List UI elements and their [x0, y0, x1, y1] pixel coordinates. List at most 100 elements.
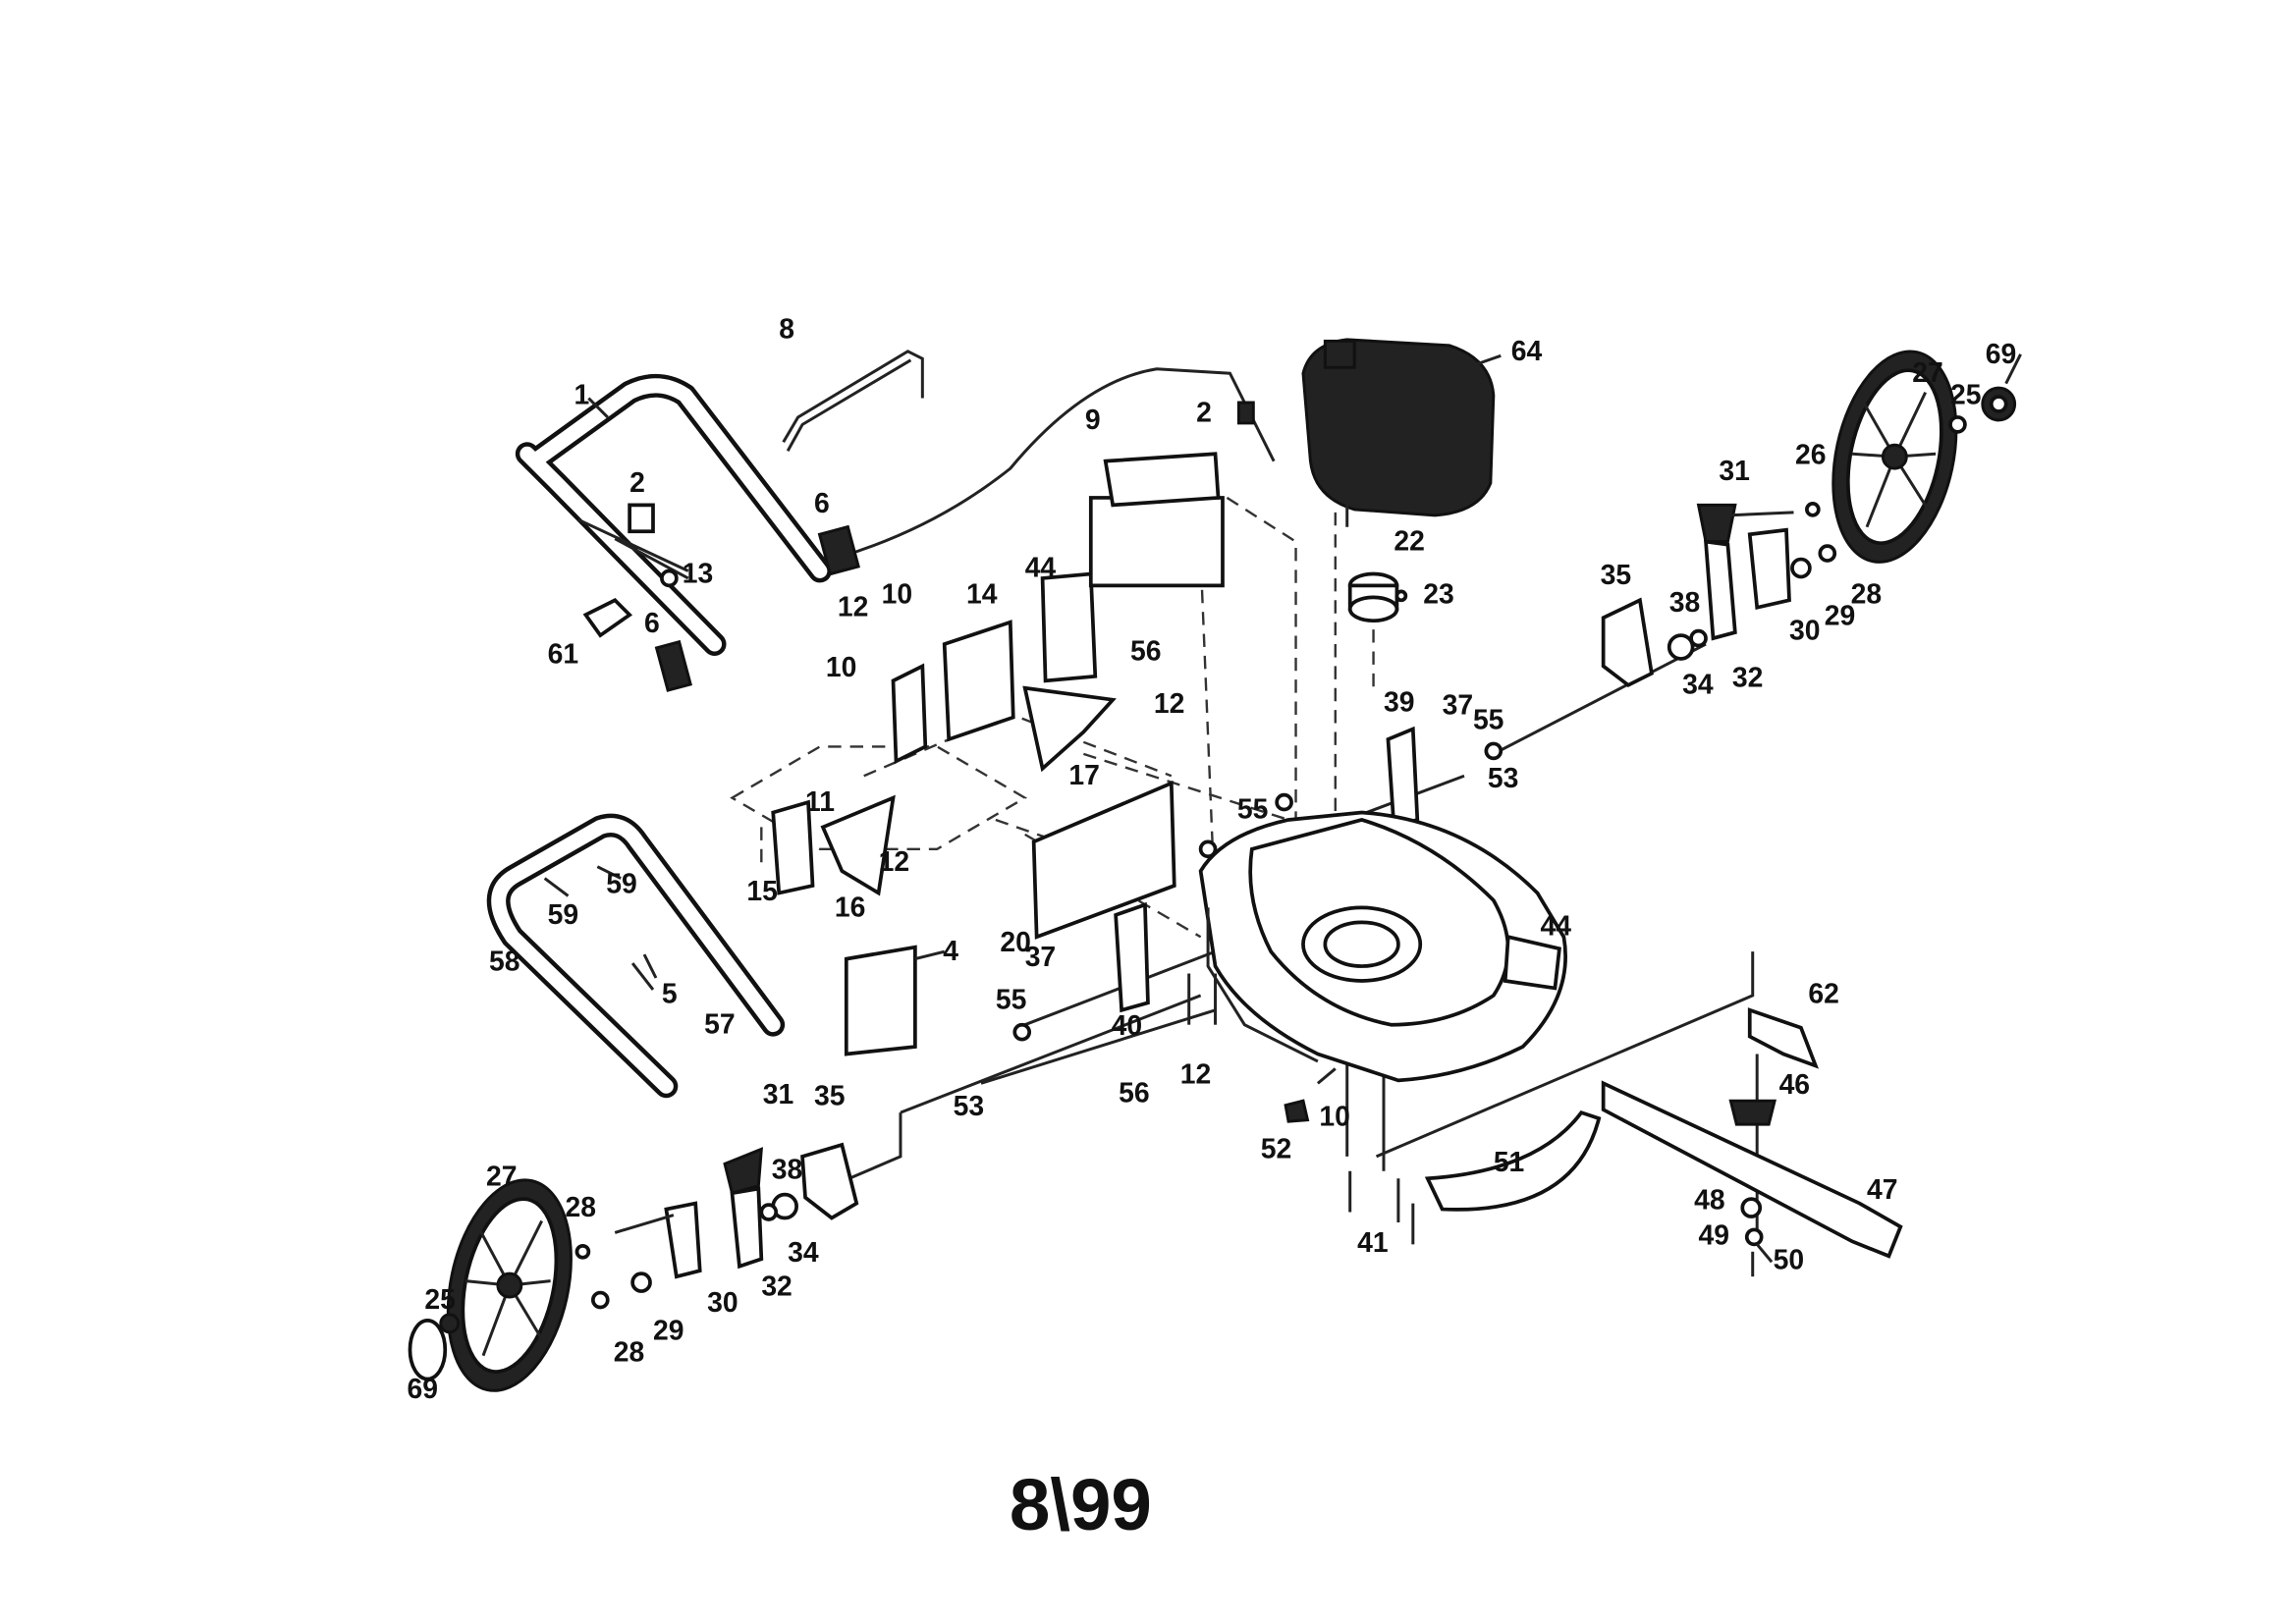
- label-55-right: 55: [1473, 705, 1503, 736]
- label-61: 61: [548, 638, 579, 670]
- label-37-left: 37: [1025, 942, 1057, 973]
- label-31-left: 31: [763, 1079, 794, 1110]
- label-4: 4: [943, 936, 958, 967]
- label-40: 40: [1112, 1010, 1143, 1042]
- label-44-deck: 44: [1541, 911, 1572, 943]
- label-10-b: 10: [826, 652, 857, 683]
- label-62: 62: [1808, 978, 1839, 1009]
- label-34-right: 34: [1682, 670, 1714, 701]
- label-16: 16: [835, 892, 866, 923]
- label-38-right: 38: [1669, 587, 1701, 619]
- label-29-left: 29: [653, 1315, 684, 1346]
- label-69-right: 69: [1986, 339, 2017, 370]
- label-28-b: 28: [614, 1337, 645, 1369]
- label-35-right: 35: [1601, 560, 1631, 591]
- hubcaps: [408, 386, 2017, 1381]
- label-1: 1: [574, 380, 589, 411]
- label-46: 46: [1779, 1069, 1810, 1101]
- label-27-right: 27: [1912, 357, 1942, 389]
- label-28-right: 28: [1851, 578, 1883, 610]
- upper-handle: [515, 373, 832, 656]
- label-28-a: 28: [566, 1192, 597, 1223]
- label-22: 22: [1394, 526, 1425, 558]
- label-49: 49: [1699, 1219, 1729, 1251]
- diagram-footer-code: 8\99: [1010, 1464, 1152, 1545]
- wheel-front-left: [446, 1178, 573, 1392]
- label-leaders: [587, 353, 2022, 1264]
- height-adjusters: [614, 503, 1794, 1279]
- label-25-right: 25: [1950, 380, 1981, 411]
- engine: [1301, 338, 1496, 527]
- label-11: 11: [805, 786, 835, 818]
- spacers-and-bolts: [574, 502, 1837, 1310]
- label-41: 41: [1357, 1227, 1389, 1259]
- control-bar: [782, 350, 924, 452]
- label-56-top: 56: [1130, 635, 1162, 667]
- label-26: 26: [1795, 440, 1826, 471]
- label-55-left: 55: [996, 984, 1026, 1015]
- label-31-right: 31: [1719, 456, 1749, 487]
- label-34-left: 34: [788, 1237, 819, 1269]
- label-53-right: 53: [1488, 763, 1518, 794]
- lower-handle: [486, 813, 786, 1099]
- baffle: [1424, 1109, 1602, 1212]
- label-12-b: 12: [1154, 688, 1185, 720]
- label-29-right: 29: [1825, 601, 1856, 632]
- label-59-right: 59: [606, 869, 637, 900]
- label-23: 23: [1423, 578, 1454, 610]
- label-69-left: 69: [407, 1374, 438, 1405]
- label-27-left: 27: [486, 1162, 517, 1193]
- label-52: 52: [1261, 1133, 1292, 1164]
- label-53-left: 53: [954, 1091, 985, 1122]
- label-12-a: 12: [838, 592, 869, 623]
- label-2-left: 2: [629, 467, 645, 499]
- label-32-left: 32: [761, 1271, 793, 1303]
- part-labels: 1 2 13 61 6 6 8 2 9 64 22 23 12 10 14 44…: [407, 313, 2016, 1404]
- label-15: 15: [746, 876, 778, 907]
- label-64: 64: [1511, 336, 1543, 367]
- label-39: 39: [1384, 687, 1415, 719]
- label-44-top: 44: [1025, 552, 1057, 583]
- label-57: 57: [704, 1009, 736, 1041]
- wheel-brackets: [800, 597, 1654, 1220]
- label-56-bottom: 56: [1119, 1078, 1150, 1109]
- chute-and-misc: [1284, 1067, 1415, 1245]
- label-37-right: 37: [1443, 690, 1474, 722]
- label-32-right: 32: [1732, 662, 1764, 693]
- label-30-right: 30: [1789, 616, 1820, 647]
- wheel-rear-right: [1831, 350, 1958, 564]
- blade-assembly: [1601, 1007, 1903, 1277]
- label-55-mid: 55: [1237, 793, 1269, 825]
- label-17: 17: [1068, 760, 1100, 791]
- label-12-d: 12: [1180, 1058, 1212, 1090]
- handle-brackets: [771, 452, 1420, 1056]
- handle-cable: [614, 367, 1276, 580]
- label-8: 8: [779, 313, 794, 345]
- label-10-a: 10: [882, 578, 913, 610]
- label-9: 9: [1085, 405, 1101, 436]
- label-47: 47: [1867, 1174, 1898, 1206]
- label-48: 48: [1694, 1185, 1724, 1217]
- label-2-right: 2: [1196, 397, 1212, 428]
- label-14: 14: [966, 578, 998, 610]
- label-12-c: 12: [879, 846, 910, 878]
- label-5: 5: [662, 978, 678, 1009]
- axle-lines: [848, 642, 1759, 1245]
- label-30-left: 30: [707, 1287, 738, 1319]
- label-38-left: 38: [772, 1154, 803, 1185]
- mower-deck: [1198, 810, 1567, 1083]
- label-13: 13: [683, 558, 714, 589]
- cable-clips: [582, 401, 1255, 692]
- label-59-left: 59: [548, 899, 579, 931]
- label-50: 50: [1774, 1245, 1804, 1276]
- label-35-left: 35: [814, 1081, 846, 1112]
- label-51: 51: [1494, 1147, 1524, 1178]
- label-20: 20: [1000, 927, 1031, 958]
- label-6-upper: 6: [814, 488, 830, 519]
- label-25-left: 25: [424, 1284, 456, 1316]
- label-6-lower: 6: [644, 608, 660, 639]
- pulley: [1347, 571, 1408, 623]
- label-10-c: 10: [1319, 1102, 1350, 1133]
